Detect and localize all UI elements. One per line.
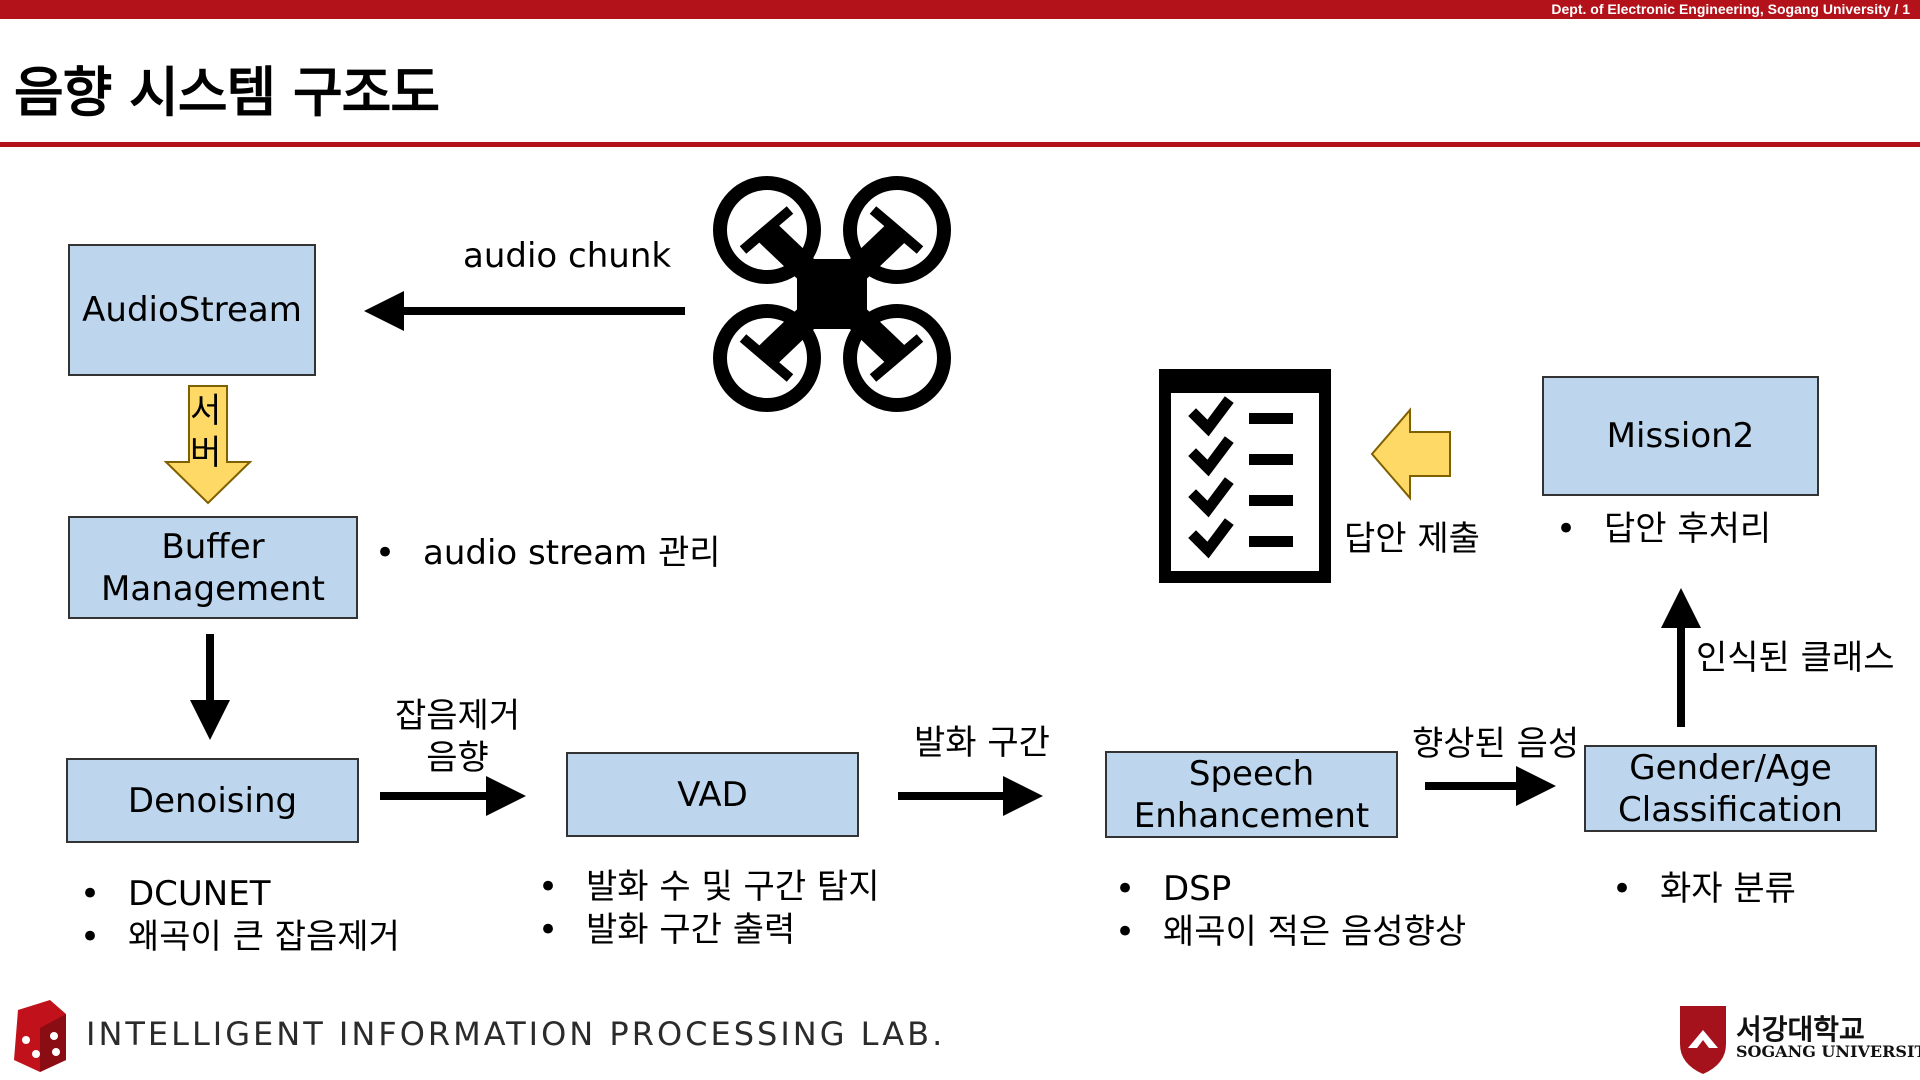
server-label-line1: 서 — [190, 391, 222, 431]
mission2-box: Mission2 — [1542, 376, 1819, 496]
iip-lab-logo — [14, 1000, 66, 1072]
mission-bullets: 답안 후처리 — [1556, 508, 1771, 551]
gender-age-box: Gender/Age Classification — [1584, 745, 1877, 832]
speech-label-line1: Speech — [1188, 753, 1315, 794]
server-arrow — [163, 385, 253, 505]
speech-section-label: 발화 구간 — [914, 723, 1050, 763]
server-label: 서 버 — [190, 390, 221, 474]
lab-name: INTELLIGENT INFORMATION PROCESSING LAB. — [86, 1015, 946, 1053]
denoising-bullets: DCUNET 왜곡이 큰 잡음제거 — [80, 873, 400, 959]
buffer-label-line1: Buffer — [161, 526, 265, 567]
list-item: 답안 후처리 — [1556, 508, 1771, 551]
title-divider — [0, 142, 1920, 147]
enhanced-voice-label: 향상된 음성 — [1412, 724, 1580, 764]
audiostream-box: AudioStream — [68, 244, 316, 376]
sogang-emblem — [1680, 1006, 1726, 1074]
gender-bullets: 화자 분류 — [1612, 868, 1796, 911]
submit-answer-label: 답안 제출 — [1344, 519, 1480, 559]
header-bar: Dept. of Electronic Engineering, Sogang … — [0, 0, 1920, 19]
checklist-icon — [1159, 369, 1331, 583]
list-item: DSP — [1115, 868, 1466, 911]
list-item: DCUNET — [80, 873, 400, 916]
submit-yellow-arrow — [1370, 407, 1451, 501]
list-item: 왜곡이 큰 잡음제거 — [80, 916, 400, 959]
page-title: 음향 시스템 구조도 — [14, 61, 440, 124]
denoising-box: Denoising — [66, 758, 359, 843]
university-name-en: SOGANG UNIVERSITY — [1736, 1042, 1920, 1061]
server-label-line2: 버 — [190, 433, 222, 473]
speech-label-line2: Enhancement — [1133, 795, 1370, 836]
noise-label-line1: 잡음제거 — [395, 696, 521, 736]
list-item: 왜곡이 적은 음성향상 — [1115, 911, 1466, 954]
recognized-class-label: 인식된 클래스 — [1696, 638, 1895, 678]
department-label: Dept. of Electronic Engineering, Sogang … — [1551, 1, 1910, 17]
vad-label: VAD — [677, 774, 748, 815]
gender-label-line1: Gender/Age — [1629, 747, 1832, 788]
list-item: audio stream 관리 — [375, 532, 721, 575]
drone-icon — [713, 176, 951, 412]
university-name-kr: 서강대학교 — [1736, 1013, 1865, 1046]
speech-enhancement-box: Speech Enhancement — [1105, 751, 1398, 838]
speech-bullets: DSP 왜곡이 적은 음성향상 — [1115, 868, 1466, 954]
audiostream-label: AudioStream — [82, 290, 302, 330]
buffer-bullets: audio stream 관리 — [375, 532, 721, 575]
list-item: 발화 구간 출력 — [538, 909, 879, 952]
buffer-management-box: Buffer Management — [68, 516, 358, 619]
list-item: 발화 수 및 구간 탐지 — [538, 866, 879, 909]
denoising-label: Denoising — [127, 780, 298, 821]
gender-label-line2: Classification — [1618, 789, 1843, 830]
noise-removed-label: 잡음제거 음향 — [395, 695, 520, 779]
buffer-label-line2: Management — [101, 568, 325, 609]
audio-chunk-label: audio chunk — [463, 236, 672, 276]
vad-bullets: 발화 수 및 구간 탐지 발화 구간 출력 — [538, 866, 879, 952]
noise-label-line2: 음향 — [426, 738, 489, 778]
vad-box: VAD — [566, 752, 859, 837]
list-item: 화자 분류 — [1612, 868, 1796, 911]
mission2-label: Mission2 — [1606, 416, 1755, 456]
